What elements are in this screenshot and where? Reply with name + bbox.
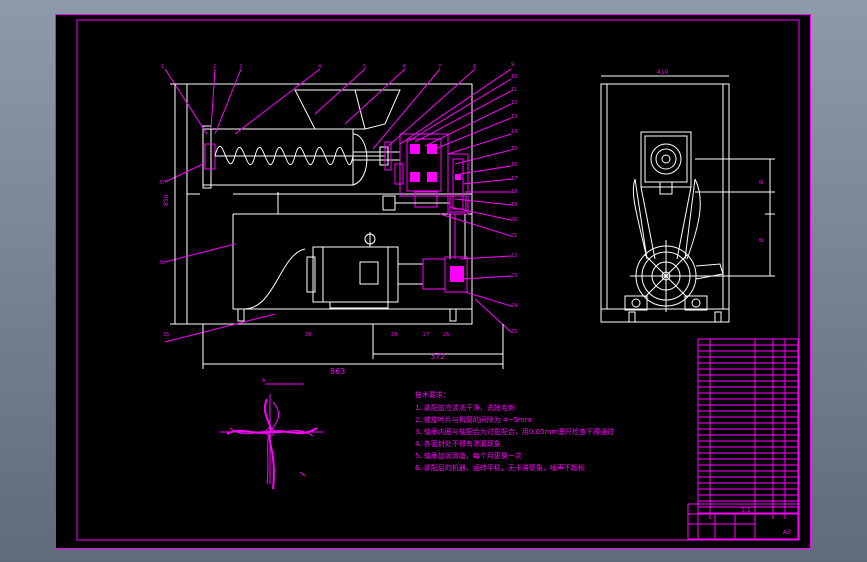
part-no: 4 bbox=[318, 64, 321, 70]
part-no: 21 bbox=[511, 233, 517, 239]
title-block: 1:1 A3 bbox=[687, 503, 799, 540]
cutter-detail: A bbox=[220, 378, 323, 490]
upper-housing bbox=[640, 131, 692, 188]
part-no: 29 bbox=[305, 332, 311, 338]
part-no: 23 bbox=[511, 273, 517, 279]
drawing-sheet: 863 372 850 1 2 3 4 5 6 7 8 9 10 11 12 1… bbox=[55, 14, 811, 549]
part-no: 16 bbox=[511, 162, 517, 168]
part-no: 1 bbox=[161, 64, 164, 70]
dimension-lines bbox=[170, 83, 504, 369]
tech-item: 4. 各密封处不得有渗漏现象 bbox=[415, 439, 501, 448]
cad-drawing: 863 372 850 1 2 3 4 5 6 7 8 9 10 11 12 1… bbox=[55, 14, 811, 549]
part-no: 9 bbox=[511, 62, 514, 68]
front-view: 863 372 850 1 2 3 4 5 6 7 8 9 10 11 12 1… bbox=[159, 62, 517, 376]
gearbox bbox=[382, 133, 450, 211]
scale-label: 1:1 bbox=[741, 507, 751, 514]
svg-text:Ø: Ø bbox=[758, 238, 765, 242]
leader-lines bbox=[164, 68, 512, 343]
tech-item: 3. 轴承内圈与轴配合为过盈配合，用0.05mm塞尺检查不得通过 bbox=[415, 427, 614, 436]
tech-title: 技术要求： bbox=[415, 390, 450, 399]
part-no: 17 bbox=[511, 176, 517, 182]
part-no: 20 bbox=[511, 217, 517, 223]
part-no: 12 bbox=[511, 100, 517, 106]
feed-hopper-left bbox=[294, 89, 366, 130]
base-curve bbox=[243, 248, 306, 310]
sheet-size: A3 bbox=[783, 529, 791, 536]
part-no: 19 bbox=[511, 202, 517, 208]
tech-item: 1. 装配前应清洗干净，去除毛刺 bbox=[415, 403, 515, 412]
svg-text:A: A bbox=[262, 378, 266, 384]
part-no: 35 bbox=[163, 332, 169, 338]
part-no: 25 bbox=[511, 329, 517, 335]
tech-item: 6. 装配后的机器，运转平稳，无卡滞现象，噪声不超标 bbox=[415, 463, 585, 472]
part-no: 11 bbox=[511, 87, 517, 93]
part-no: 18 bbox=[511, 189, 517, 195]
part-no: 8 bbox=[473, 64, 476, 70]
side-frame bbox=[600, 83, 730, 323]
part-no: 10 bbox=[511, 74, 517, 80]
svg-text:Ø: Ø bbox=[758, 180, 765, 184]
electric-motor bbox=[306, 232, 468, 309]
part-no: 15 bbox=[511, 146, 517, 152]
part-no: 5 bbox=[363, 64, 366, 70]
part-numbers: 1 2 3 4 5 6 7 8 9 10 11 12 13 14 15 16 1… bbox=[159, 62, 517, 338]
tech-item: 5. 轴承加润滑脂，每个月更换一次 bbox=[415, 451, 522, 460]
dim-side-width: 410 bbox=[657, 69, 669, 76]
dim-height: 850 bbox=[163, 194, 170, 206]
parts-list bbox=[697, 338, 799, 540]
dim-partial-length: 372 bbox=[430, 352, 445, 361]
side-view: 410 Ø Ø bbox=[600, 69, 775, 323]
outer-border bbox=[55, 14, 811, 549]
part-no: 22 bbox=[511, 253, 517, 259]
part-no: 6 bbox=[403, 64, 406, 70]
part-no: 2 bbox=[213, 64, 216, 70]
part-no: 24 bbox=[511, 303, 517, 309]
part-no: 36 bbox=[159, 260, 165, 266]
part-no: 13 bbox=[511, 114, 517, 120]
part-no: 26 bbox=[443, 332, 449, 338]
part-no: 28 bbox=[391, 332, 397, 338]
part-no: 37 bbox=[159, 180, 165, 186]
dim-overall-length: 863 bbox=[330, 367, 345, 376]
part-no: 7 bbox=[438, 64, 441, 70]
inner-border bbox=[76, 19, 800, 541]
part-no: 3 bbox=[239, 64, 242, 70]
tech-requirements: 技术要求： 1. 装配前应清洗干净，去除毛刺 2. 螺旋叶片与机筒的间隙为 4~… bbox=[415, 390, 614, 472]
feed-hopper-right bbox=[355, 89, 401, 130]
support-arm bbox=[632, 178, 701, 260]
screw-helix bbox=[214, 145, 354, 165]
part-no: 27 bbox=[423, 332, 429, 338]
machine-frame bbox=[186, 83, 473, 325]
tech-item: 2. 螺旋叶片与机筒的间隙为 4~5mm bbox=[415, 415, 532, 424]
part-no: 14 bbox=[511, 129, 517, 135]
